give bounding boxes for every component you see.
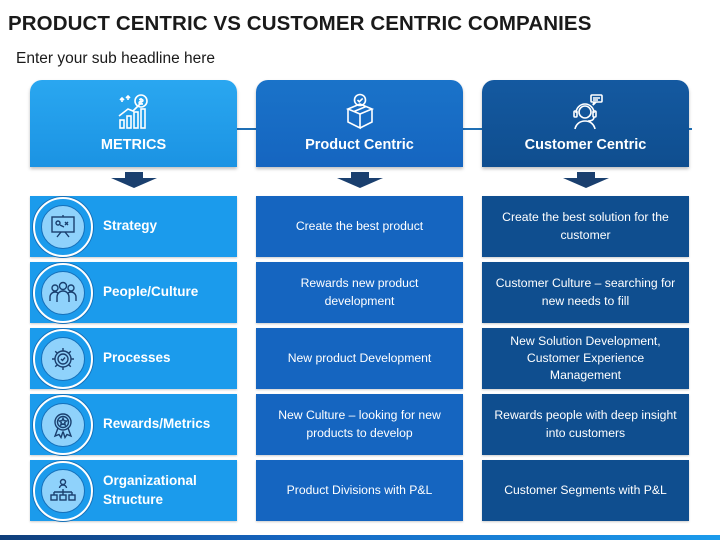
people-group-icon: [49, 281, 77, 302]
header-product-centric: Product Centric: [256, 80, 463, 167]
metric-icon-circle: [33, 460, 93, 521]
customer-cell: Customer Culture – searching for new nee…: [482, 262, 689, 323]
down-arrow-icon: [337, 172, 383, 188]
header-label: Customer Centric: [524, 137, 647, 153]
customer-cell: Create the best solution for the custome…: [482, 196, 689, 257]
product-cell: Create the best product: [256, 196, 463, 257]
process-gear-icon: [52, 347, 74, 370]
metric-label: Organizational Structure: [103, 473, 197, 507]
metric-icon-circle: [33, 394, 93, 455]
metric-label: Processes: [103, 350, 171, 366]
down-arrow-icon: [563, 172, 609, 188]
metric-label: People/Culture: [103, 284, 199, 300]
down-arrow-icon: [111, 172, 157, 188]
metric-label: Strategy: [103, 218, 158, 234]
metric-label: Rewards/Metrics: [103, 416, 211, 432]
product-cell: Rewards new product development: [256, 262, 463, 323]
footer-accent-bar: [0, 535, 720, 540]
metric-row-people-culture: People/Culture: [30, 262, 237, 323]
header-customer-centric: Customer Centric: [482, 80, 689, 167]
header-label: Product Centric: [305, 137, 414, 153]
box-check-icon: [340, 92, 380, 137]
growth-chart-dollar-icon: [114, 92, 154, 137]
header-label: METRICS: [100, 137, 167, 153]
page-title: PRODUCT CENTRIC VS CUSTOMER CENTRIC COMP…: [8, 12, 592, 35]
strategy-board-icon: [51, 214, 75, 237]
metric-row-rewards-metrics: Rewards/Metrics: [30, 394, 237, 455]
metric-row-processes: Processes: [30, 328, 237, 389]
award-badge-icon: [53, 412, 73, 439]
metric-row-organizational-structure: Organizational Structure: [30, 460, 237, 521]
product-cell: Product Divisions with P&L: [256, 460, 463, 521]
metric-icon-circle: [33, 262, 93, 323]
metric-row-strategy: Strategy: [30, 196, 237, 257]
org-chart-icon: [50, 478, 76, 501]
customer-support-icon: [566, 92, 606, 137]
product-cell: New product Development: [256, 328, 463, 389]
metric-icon-circle: [33, 328, 93, 389]
customer-cell: Rewards people with deep insight into cu…: [482, 394, 689, 455]
product-cell: New Culture – looking for new products t…: [256, 394, 463, 455]
page-subtitle: Enter your sub headline here: [16, 50, 216, 67]
customer-cell: New Solution Development, Customer Exper…: [482, 328, 689, 389]
customer-cell: Customer Segments with P&L: [482, 460, 689, 521]
metric-icon-circle: [33, 196, 93, 257]
header-metrics: METRICS: [30, 80, 237, 167]
